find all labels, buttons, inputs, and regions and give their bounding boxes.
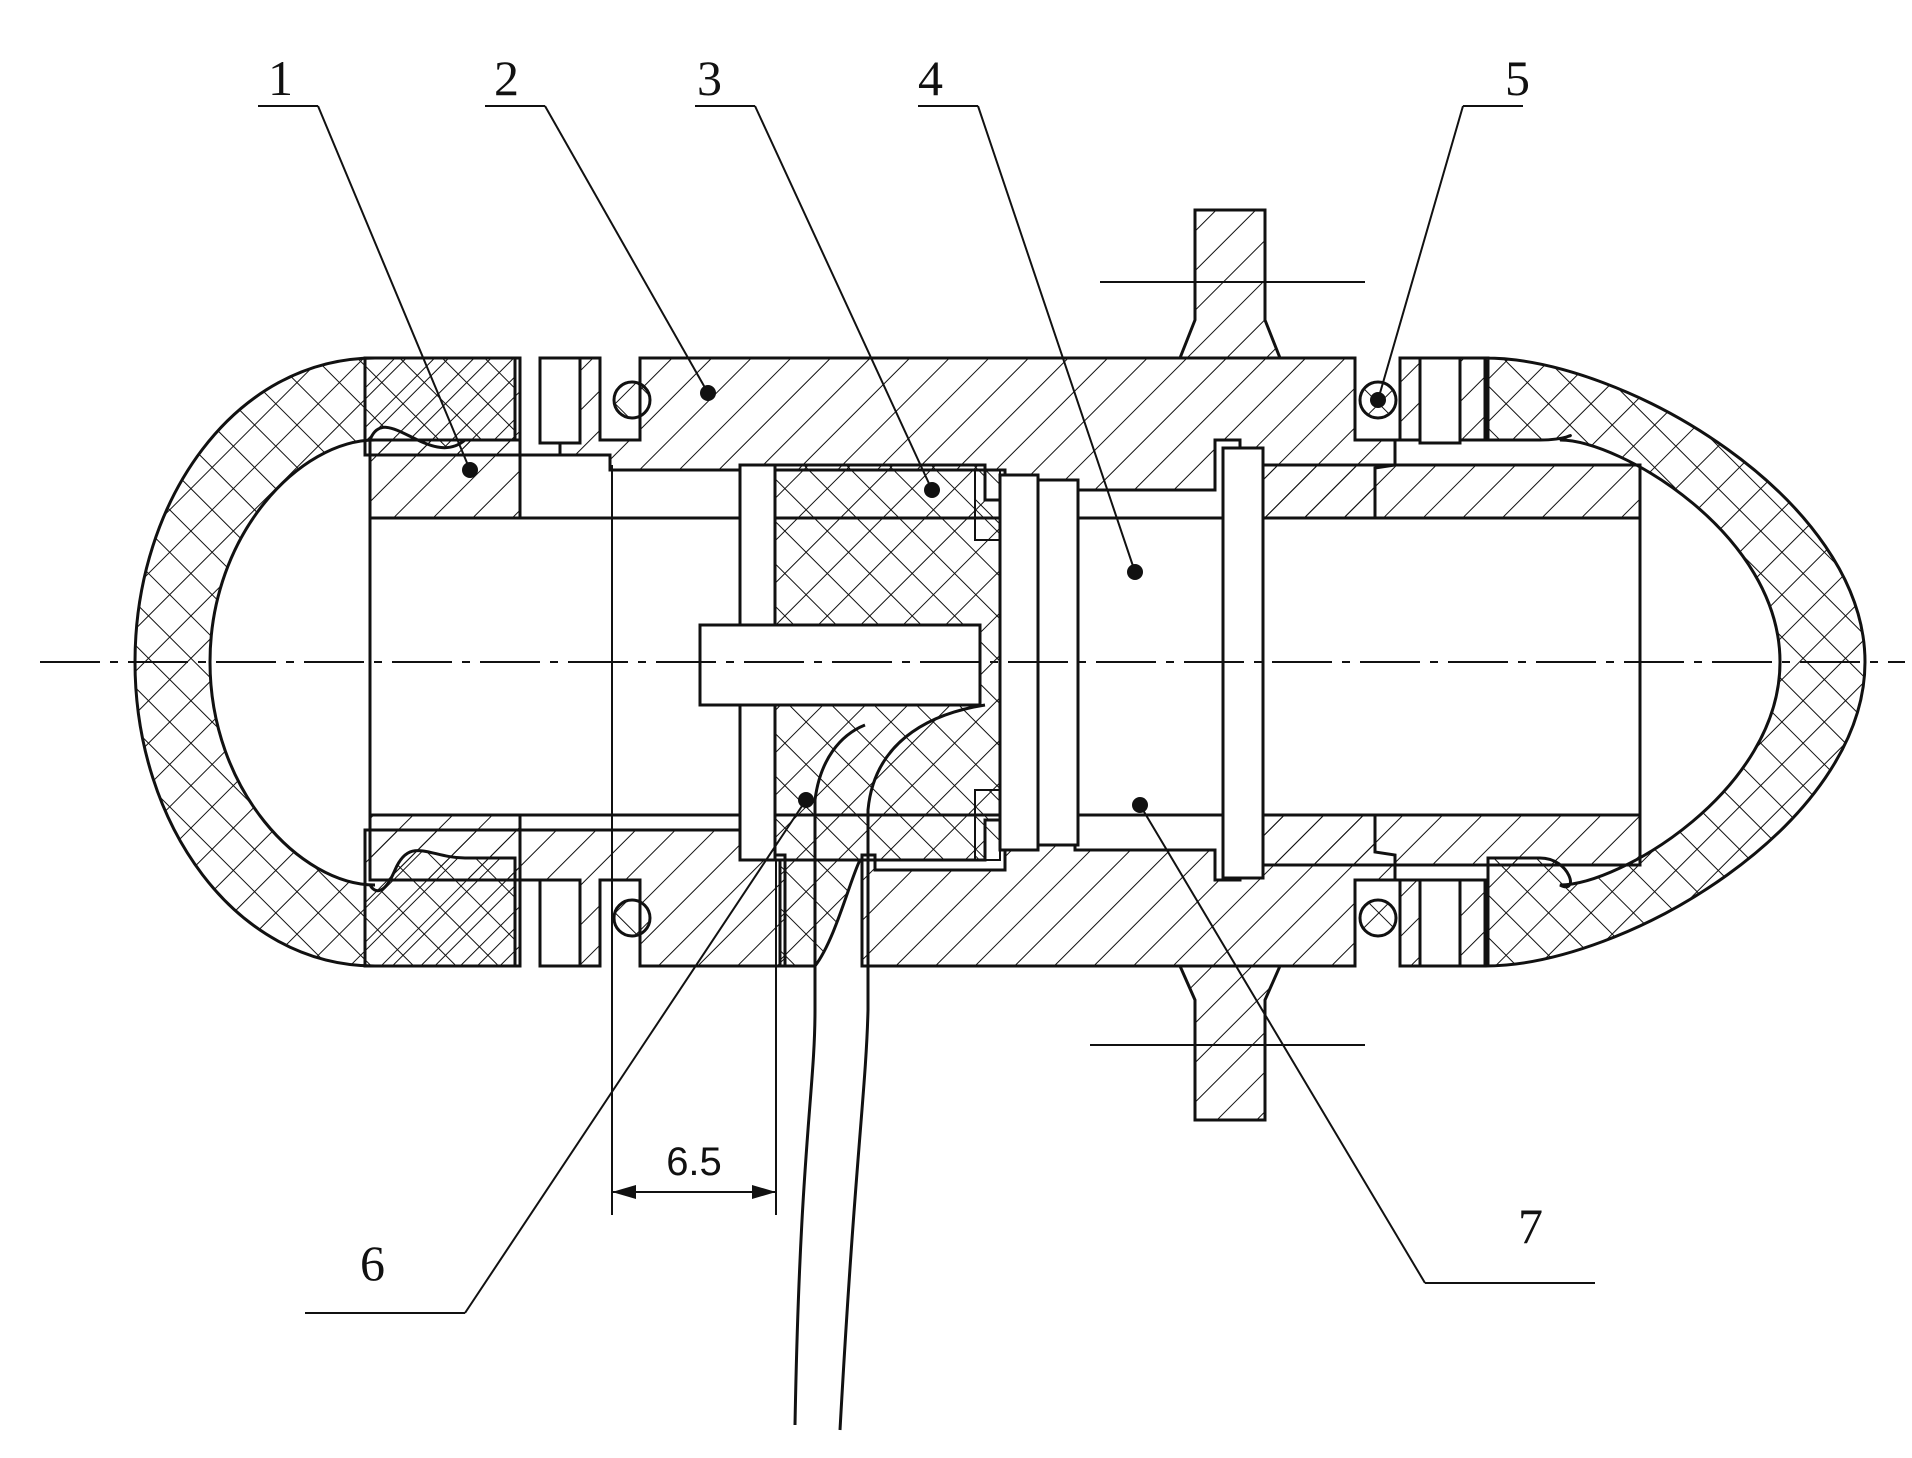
mounting-flange [1090, 208, 1365, 1122]
dimension-6-5: 6.5 [611, 465, 777, 1215]
callout-label-5: 5 [1505, 50, 1530, 106]
callout-label-4: 4 [918, 50, 943, 106]
dimension-label: 6.5 [666, 1140, 722, 1184]
callout-label-6: 6 [360, 1235, 385, 1291]
callout-label-2: 2 [494, 50, 519, 106]
callout-label-3: 3 [697, 50, 722, 106]
callout-label-7: 7 [1518, 1198, 1543, 1254]
cable [778, 703, 986, 1431]
callout-labels: 1 2 3 4 5 6 7 [268, 50, 1543, 1291]
callout-label-1: 1 [268, 50, 293, 106]
callout-leaders [258, 105, 1595, 1314]
piston [998, 446, 1265, 880]
seal-grooves [538, 356, 1462, 968]
